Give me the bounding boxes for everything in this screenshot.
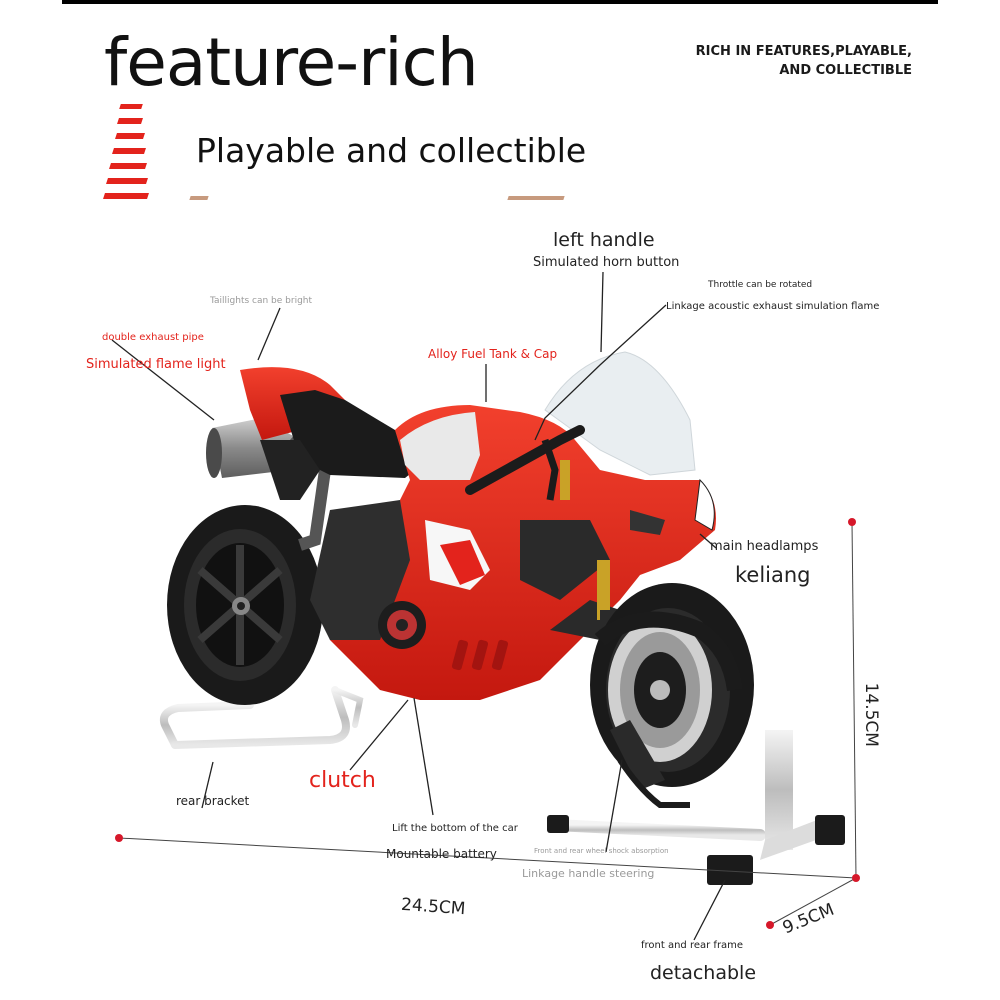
dimension-dot — [115, 834, 123, 842]
headline: feature-rich — [104, 24, 479, 101]
label-shock-absorption: Front and rear wheel shock absorption — [534, 847, 669, 855]
rear-wheel — [167, 505, 323, 705]
dimension-height: 14.5CM — [860, 682, 881, 747]
rear-stand — [159, 686, 364, 749]
subheadline: Playable and collectible — [196, 131, 587, 170]
dimension-dot — [766, 921, 774, 929]
label-lift-bottom: Lift the bottom of the car — [392, 823, 518, 834]
label-exhaust-flame: Linkage acoustic exhaust simulation flam… — [666, 301, 880, 312]
label-horn-button: Simulated horn button — [533, 255, 680, 270]
label-taillights: Taillights can be bright — [210, 296, 313, 306]
label-frame: front and rear frame — [641, 940, 744, 951]
engine-block — [310, 500, 426, 649]
label-rear-bracket: rear bracket — [176, 794, 250, 808]
tagline-line-2: AND COLLECTIBLE — [779, 63, 912, 78]
front-stand — [547, 730, 845, 885]
label-double-exhaust: double exhaust pipe — [102, 332, 204, 343]
top-border-bar — [62, 0, 938, 4]
label-throttle: Throttle can be rotated — [708, 280, 813, 290]
tagline: RICH IN FEATURES,PLAYABLE, AND COLLECTIB… — [696, 42, 912, 80]
dimension-lines — [115, 518, 860, 929]
label-fuel-tank: Alloy Fuel Tank & Cap — [428, 347, 558, 361]
label-handle-steering: Linkage handle steering — [522, 867, 655, 880]
callout-leader-lines — [111, 271, 726, 941]
tagline-line-1: RICH IN FEATURES,PLAYABLE, — [695, 44, 912, 59]
label-headlamps: main headlamps — [710, 539, 819, 554]
front-wheel — [590, 583, 754, 790]
dimension-dot — [852, 874, 860, 882]
label-battery: Mountable battery — [386, 847, 497, 861]
label-detachable: detachable — [650, 962, 757, 984]
label-clutch: clutch — [309, 768, 376, 793]
dimension-dot — [848, 518, 856, 526]
label-keliang: keliang — [735, 563, 811, 587]
handlebar — [465, 425, 585, 501]
tail-section — [240, 367, 416, 500]
label-left-handle: left handle — [553, 229, 655, 251]
label-flame-light: Simulated flame light — [86, 357, 226, 372]
